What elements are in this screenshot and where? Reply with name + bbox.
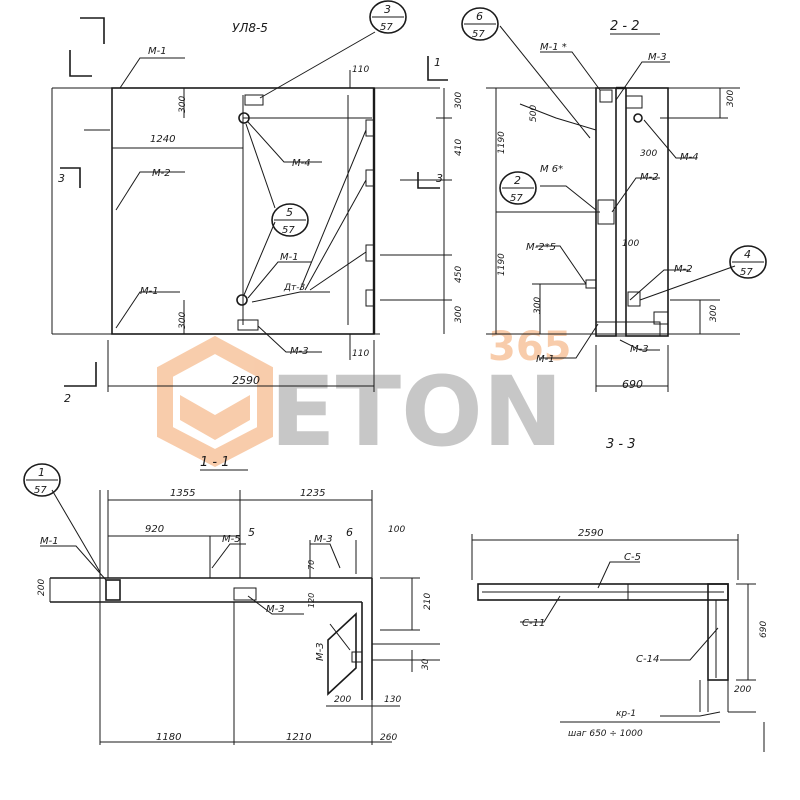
section-3-3-title: 3 - 3: [606, 437, 636, 452]
label-m5-11: М-5: [222, 534, 241, 545]
section-2-2-view: [486, 25, 740, 392]
dim-110-top: 110: [352, 65, 369, 75]
label-m3-11-mid: М-3: [266, 604, 285, 615]
label-c5: С-5: [624, 552, 641, 563]
callout-3-bottom: 57: [380, 22, 393, 33]
section-2-2-title: 2 - 2: [610, 19, 640, 34]
label-m2-22-bottom: М-2: [674, 264, 693, 275]
dim-1190-top: 1190: [497, 131, 507, 154]
watermark-brand: ETON: [270, 356, 563, 468]
dim-1240: 1240: [150, 134, 175, 145]
dim-300-22-right: 300: [726, 90, 736, 107]
dim-300-right-top: 300: [454, 92, 464, 109]
label-m1-11: М-1: [40, 536, 59, 547]
label-m6s: М 6*: [540, 164, 563, 175]
dim-100-11: 100: [388, 525, 405, 535]
dim-500-22: 500: [529, 105, 539, 122]
section-1-1-title: 1 - 1: [200, 455, 230, 470]
reinforcement-plan-view: [471, 534, 765, 752]
callout-4-57: [729, 245, 767, 279]
dim-300-22-mid: 300: [640, 149, 657, 159]
dim-410: 410: [454, 139, 464, 156]
dim-300-22-bottom: 300: [709, 305, 719, 322]
label-m1-bottom: М-1: [140, 286, 159, 297]
callout-6-top: 6: [476, 10, 483, 23]
label-m3-22-bottom: М-3: [630, 344, 649, 355]
dim-2590-plan: 2590: [578, 528, 603, 539]
dim-1190-bottom: 1190: [497, 253, 507, 276]
section-1-1-view: [40, 469, 440, 745]
dim-200-plan: 200: [734, 685, 751, 695]
cut-mark-2: 2: [64, 392, 71, 405]
label-m2-22: М-2: [640, 172, 659, 183]
watermark: ETON 365: [157, 324, 572, 468]
label-m1-top: М-1: [148, 46, 167, 57]
label-m3-11-top: М-3: [314, 534, 333, 545]
callout-2-57: [499, 171, 537, 205]
dim-110-bottom: 110: [352, 349, 369, 359]
dim-690: 690: [622, 378, 643, 391]
watermark-logo-icon: [157, 335, 273, 468]
dim-300-left-top: 300: [178, 96, 188, 113]
dim-70-11: 200: [334, 695, 351, 705]
callout-2-bottom: 57: [510, 193, 523, 204]
watermark-number: 365: [488, 324, 572, 370]
label-m3-22-top: М-3: [648, 52, 667, 63]
elevation-view: [51, 17, 452, 392]
callout-6-57: [461, 7, 499, 41]
dim-200-11: 200: [37, 579, 47, 596]
dim-920: 920: [145, 524, 164, 535]
label-c11: С-11: [522, 618, 545, 629]
label-m1s: М-1 *: [540, 42, 567, 53]
dim-120: 120: [307, 593, 316, 608]
dim-260: 260: [380, 733, 397, 743]
label-m3-11-vert: М-3: [315, 642, 326, 661]
dim-1355: 1355: [170, 488, 195, 499]
dim-1210: 1210: [286, 732, 311, 743]
label-m25: М-2*5: [526, 242, 556, 253]
label-m3-bottom: М-3: [290, 346, 309, 357]
dim-450: 450: [454, 266, 464, 283]
callout-4-top: 4: [744, 248, 751, 261]
dim-70-11-top: 70: [307, 560, 316, 570]
dim-300-left-bottom: 300: [178, 312, 188, 329]
label-kr: кр-1: [616, 709, 636, 719]
callout-3-top: 3: [384, 3, 391, 16]
cut-mark-1: 1: [434, 56, 441, 69]
callout-5-57: [271, 203, 309, 237]
callout-4-bottom: 57: [740, 267, 753, 278]
callout-5-bottom: 57: [282, 225, 295, 236]
cut-mark-6: 6: [346, 526, 353, 539]
callout-1-bottom: 57: [34, 485, 47, 496]
dim-500-elev: 300: [454, 306, 464, 323]
dim-1180: 1180: [156, 732, 181, 743]
cut-mark-3-right: 3: [436, 172, 443, 185]
cut-mark-3-left: 3: [58, 172, 65, 185]
callout-1-57: [23, 463, 61, 497]
label-m4-22: М-4: [680, 152, 699, 163]
dim-130: 130: [384, 695, 401, 705]
callout-3-57: [369, 0, 407, 34]
dim-210: 210: [423, 593, 433, 610]
dim-1235: 1235: [300, 488, 325, 499]
callout-6-bottom: 57: [472, 29, 485, 40]
cut-mark-5: 5: [248, 526, 255, 539]
label-dt3: Дт-3: [283, 283, 306, 293]
label-m2-left: М-2: [152, 168, 171, 179]
callout-5-top: 5: [286, 206, 293, 219]
dim-690-plan: 690: [759, 621, 769, 638]
label-shag: шаг 650 ÷ 1000: [568, 729, 643, 739]
dim-30: 30: [421, 658, 431, 670]
sheet-mark: УЛ8-5: [232, 21, 268, 35]
callout-1-top: 1: [38, 466, 45, 479]
dim-2590: 2590: [232, 374, 260, 387]
dim-100-22: 100: [622, 239, 639, 249]
callout-2-top: 2: [514, 174, 521, 187]
dim-300-22-left: 300: [533, 297, 543, 314]
label-m1-22: М-1: [536, 354, 555, 365]
label-m4: М-4: [292, 158, 311, 169]
label-c14: С-14: [636, 654, 659, 665]
label-m1-inner: М-1: [280, 252, 299, 263]
